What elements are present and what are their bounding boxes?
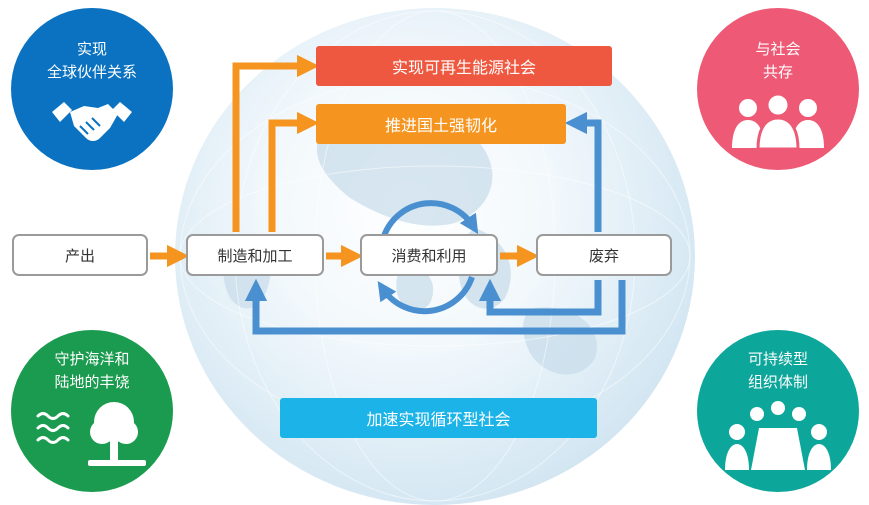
- banner-resilience-label: 推进国土强韧化: [384, 116, 497, 135]
- banner-circular-society: 加速实现循环型社会: [280, 398, 597, 438]
- arrow-to-resilience: [268, 111, 320, 232]
- banner-renewable-energy: 实现可再生能源社会: [316, 46, 612, 86]
- waves-tree-icon: [36, 402, 146, 466]
- cycle-arrow-bottom: [377, 275, 475, 315]
- society-line1: 与社会: [755, 40, 801, 58]
- node-dispose: 废弃: [536, 234, 672, 276]
- node-dispose-label: 废弃: [588, 246, 619, 265]
- people-icon: [732, 92, 824, 150]
- ocean-line1: 守护海洋和: [54, 350, 130, 368]
- ocean-line2: 陆地的丰饶: [54, 373, 130, 391]
- circle-ocean-land: 守护海洋和 陆地的丰饶: [11, 330, 173, 492]
- node-consume-label: 消费和利用: [391, 246, 467, 265]
- banner-renewable-label: 实现可再生能源社会: [391, 58, 536, 77]
- banner-circular-label: 加速实现循环型社会: [366, 410, 511, 429]
- banner-resilience: 推进国土强韧化: [316, 104, 566, 144]
- arrow-dispose-to-manufacture: [244, 278, 626, 335]
- node-manufacture-label: 制造和加工: [217, 246, 293, 265]
- meeting-icon: [725, 401, 831, 470]
- handshake-icon: [52, 102, 132, 141]
- arrow-to-renewable: [232, 54, 320, 232]
- society-line2: 共存: [762, 63, 793, 81]
- node-produce: 产出: [12, 234, 148, 276]
- cycle-arrow-top: [381, 200, 479, 238]
- node-manufacture: 制造和加工: [186, 234, 324, 276]
- circle-social-coexistence: 与社会 共存: [697, 8, 859, 170]
- arrow-dispose-to-consume: [478, 278, 602, 316]
- node-consume: 消费和利用: [360, 234, 498, 276]
- organization-line1: 可持续型: [747, 350, 808, 368]
- partnership-line2: 全球伙伴关系: [46, 63, 137, 81]
- arrow-dispose-to-resilience: [564, 111, 602, 232]
- circle-sustainable-organization: 可持续型 组织体制: [697, 330, 859, 492]
- circle-global-partnership: 实现 全球伙伴关系: [11, 8, 173, 170]
- partnership-line1: 实现: [76, 40, 107, 58]
- node-produce-label: 产出: [64, 246, 95, 265]
- organization-line2: 组织体制: [747, 373, 808, 391]
